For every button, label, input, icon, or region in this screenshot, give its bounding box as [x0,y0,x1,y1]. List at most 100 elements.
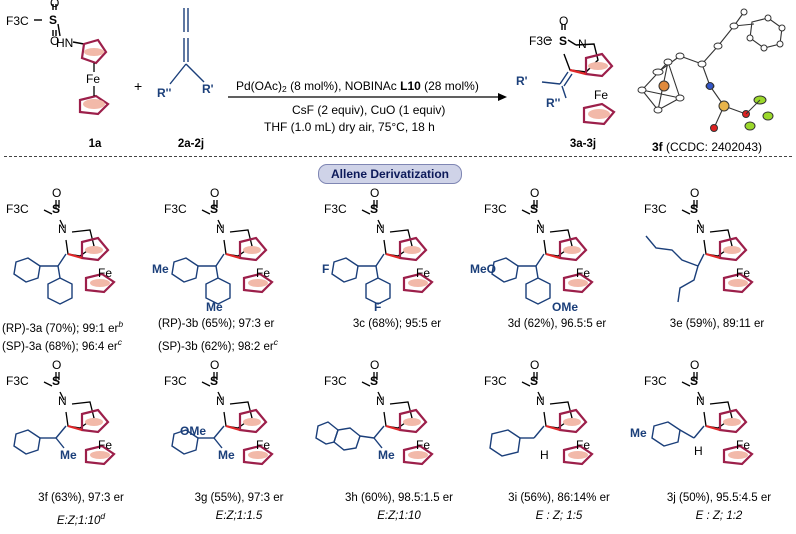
oxygen-atom: O [52,186,62,200]
nitrogen-atom: N [536,222,545,236]
cf3-label: F3C [6,14,29,28]
fluorine-label: F [322,262,330,276]
caption-3f-line1: 3f (63%), 97:3 er [38,492,124,504]
iron-atom: Fe [256,266,271,280]
xray-caption: 3f (CCDC: 2402043) [652,140,763,154]
sulfur-atom: S [52,374,61,388]
oxygen-atom: O [530,358,540,372]
cf3-label: F3C [324,374,347,388]
structure-3e [645,200,754,303]
r2-label: R'' [157,86,172,100]
sulfur-atom: S [690,374,699,388]
iron-atom: Fe [576,266,591,280]
conditions-line-2: CsF (2 equiv), CuO (1 equiv) [292,103,446,117]
r2-label: R'' [546,96,561,110]
footnote-marker: c [273,337,278,347]
sulfur-atom: S [690,202,699,216]
r1-label: R' [516,74,528,88]
nitrogen-atom: N [58,222,67,236]
caption-3g-line1: 3g (55%), 97:3 er [194,492,284,504]
plus-sign: + [134,78,143,94]
caption-3d: 3d (62%), 96.5:5 er [507,318,607,330]
compound-label-3a-3j: 3a-3j [569,138,597,150]
product-3a-3j [541,24,616,126]
nitrogen-atom: N [216,394,225,408]
allene-2a-2j [169,8,205,85]
hydrogen-label: H [694,444,703,458]
iron-atom: Fe [98,266,113,280]
methyl-label: Me [60,448,77,462]
caption-3h-line2: E:Z;1:10 [377,510,421,522]
nitrogen-atom: N [376,222,385,236]
compound-label-2a-2j: 2a-2j [177,138,205,150]
oxygen-atom: O [50,34,60,48]
nitrogen-atom: N [696,394,705,408]
oxygen-atom: O [530,186,540,200]
footnote-marker: b [118,319,124,329]
oxygen-atom: O [370,186,380,200]
nh-label: HN [56,36,74,50]
caption-3j-line2: E : Z; 1:2 [695,510,743,522]
sulfur-atom: S [530,202,539,216]
caption-3e: 3e (59%), 89:11 er [669,318,765,330]
conditions-line-1: Pd(OAc)2 (8 mol%), NOBINAc L10 (28 mol%) [236,79,479,94]
caption-3a-line2: (SP)-3a (68%); 96:4 erc [2,337,122,353]
cf3-label: F3C [644,202,667,216]
iron-atom: Fe [576,438,591,452]
methoxy-label: OMe [552,300,579,314]
sulfur-atom: S [370,202,379,216]
caption-3j-line1: 3j (50%), 95.5:4.5 er [666,492,772,504]
structure-3h [315,372,434,466]
cf3-label: F3C [324,202,347,216]
caption-3a-line1: (RP)-3a (70%); 99:1 erb [2,319,124,335]
iron-atom: Fe [736,438,751,452]
nitrogen-atom: N [216,222,225,236]
methyl-label: Me [378,448,395,462]
caption-3f-line2: E:Z;1:10d [56,511,106,527]
structure-3c [331,200,434,305]
cf3-label: F3C [6,202,29,216]
oxygen-atom: O [50,0,60,10]
structure-3i [489,372,594,466]
cf3-label: F3C [164,202,187,216]
iron-atom: Fe [256,438,271,452]
cf3-label: F3C [164,374,187,388]
hydrogen-label: H [540,448,549,462]
structure-3j [651,372,754,466]
oxygen-atom: O [559,14,569,28]
oxygen-atom: O [690,358,700,372]
caption-3b-line1: (RP)-3b (65%); 97:3 er [158,318,275,330]
cf3-label: F3C [484,202,507,216]
compound-label-1a: 1a [88,138,102,150]
oxygen-atom: O [370,358,380,372]
caption-3g-line2: E:Z;1:1.5 [215,510,263,522]
footnote-marker: c [117,337,122,347]
methoxy-label: OMe [180,424,207,438]
conditions-line-3: THF (1.0 mL) dry air, 75°C, 18 h [264,120,435,134]
oxygen-atom: O [210,358,220,372]
oxygen-atom: O [52,358,62,372]
nitrogen-atom: N [58,394,67,408]
methyl-label: Me [206,300,223,314]
cf3-label: F3C [644,374,667,388]
sulfur-atom: S [370,374,379,388]
xray-structure-3f [637,8,786,132]
section-banner: Allene Derivatization [318,164,462,184]
iron-atom: Fe [416,438,431,452]
sulfur-atom: S [210,374,219,388]
nitrogen-atom: N [376,394,385,408]
iron-atom: Fe [594,88,609,102]
starting-material-1a [34,4,110,116]
section-divider [4,156,792,157]
caption-3i-line1: 3i (56%), 86:14% er [508,492,610,504]
sulfur-atom: S [559,34,568,48]
caption-3i-line2: E : Z; 1:5 [535,510,583,522]
structure-3b [171,200,274,305]
cf3-label: F3C [529,34,552,48]
methyl-label: Me [218,448,235,462]
sulfur-atom: S [49,13,58,27]
caption-3c: 3c (68%); 95:5 er [352,318,442,330]
fluorine-label: F [374,300,382,314]
methyl-label: Me [152,262,169,276]
oxygen-atom: O [210,186,220,200]
